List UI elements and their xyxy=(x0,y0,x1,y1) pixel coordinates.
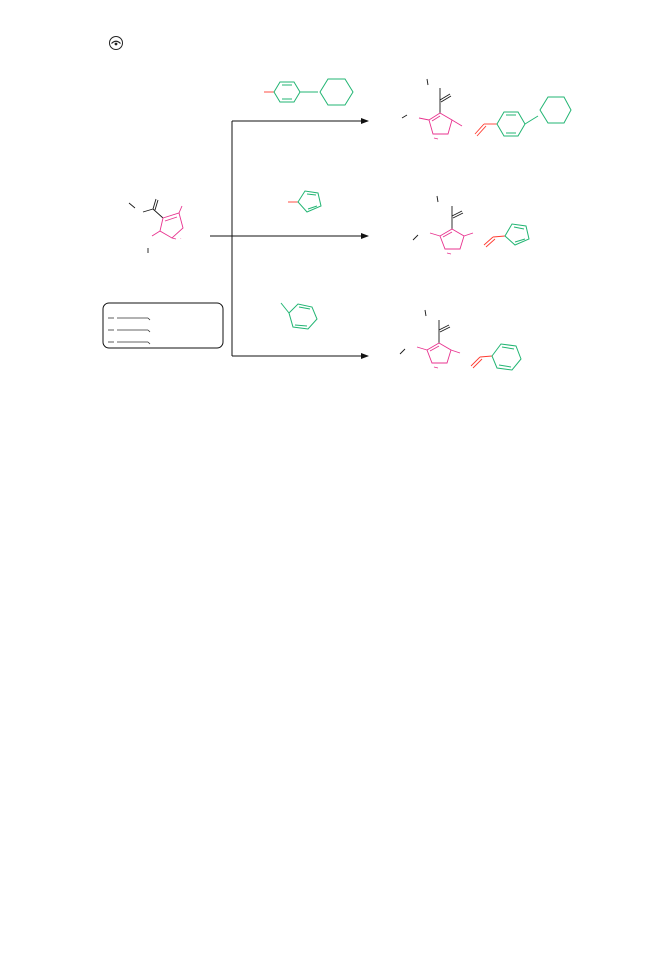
aryl-piperidine-reagent xyxy=(264,78,354,106)
condition-row xyxy=(108,341,151,345)
svg-text:·: · xyxy=(180,236,182,242)
product-benzene xyxy=(399,309,522,371)
benzene-reagent xyxy=(280,302,318,330)
conditions-box xyxy=(102,302,224,349)
thiophene-reagent xyxy=(288,190,322,213)
condition-row xyxy=(108,317,151,321)
publisher-seal-icon xyxy=(109,36,123,50)
reaction-arrows xyxy=(210,118,369,359)
product-thiophene xyxy=(412,195,530,255)
condition-row xyxy=(108,329,151,333)
starting-material: · xyxy=(128,198,184,253)
product-piperidine xyxy=(401,78,572,140)
